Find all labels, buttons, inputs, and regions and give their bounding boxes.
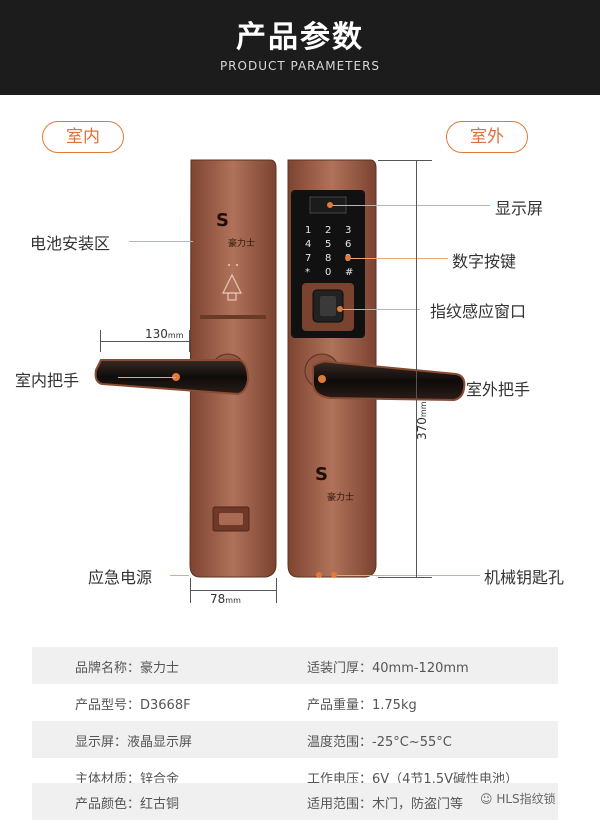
emergency-power-label: 应急电源 (88, 568, 153, 587)
width-text: 78mm (210, 592, 241, 606)
wechat-icon: ☺ (480, 792, 497, 806)
handle-length-text: 130mm (145, 327, 184, 341)
header-banner: 产品参数 PRODUCT PARAMETERS (0, 0, 600, 95)
spec-left: 产品颜色：红古铜 (75, 797, 180, 812)
spec-left: 品牌名称：豪力士 (75, 661, 180, 676)
spec-row: 显示屏：液晶显示屏 温度范围：-25°C~55°C (32, 721, 558, 758)
keypad-key[interactable]: 0 (325, 267, 331, 278)
handle-length-tick-left (100, 330, 101, 352)
svg-text:S: S (315, 464, 328, 485)
spec-right: 适装门厚：40mm-120mm (307, 661, 469, 676)
svg-text:S: S (216, 210, 229, 231)
keypad-key[interactable]: 1 (305, 225, 311, 236)
callout-line-keyhole (335, 575, 480, 576)
handle-length-line (100, 341, 189, 342)
spec-right: 温度范围：-25°C~55°C (307, 735, 452, 750)
watermark: ☺ HLS指纹锁 (480, 792, 556, 806)
keypad-key[interactable]: 4 (305, 239, 311, 250)
keypad-key[interactable]: 2 (325, 225, 331, 236)
svg-text:豪力士: 豪力士 (228, 237, 255, 249)
spec-left: 显示屏：液晶显示屏 (75, 735, 193, 750)
callout-line-indoor-handle (118, 377, 176, 378)
keypad-key[interactable]: 8 (325, 253, 331, 264)
outdoor-handle (312, 360, 466, 402)
brand-logo-indoor: S 豪力士 (216, 210, 255, 249)
battery-area-label: 电池安装区 (30, 234, 111, 253)
spec-row: 品牌名称：豪力士 适装门厚：40mm-120mm (32, 647, 558, 684)
keypad-key[interactable]: 5 (325, 239, 331, 250)
spec-right: 适用范围：木门，防盗门等 (307, 797, 464, 812)
height-tick-top (378, 160, 432, 161)
page-subtitle: PRODUCT PARAMETERS (219, 59, 381, 73)
handle-length-tick-right (189, 330, 190, 352)
keyhole-dot (331, 572, 337, 578)
width-line (190, 590, 276, 591)
callout-line-fingerprint (340, 309, 420, 310)
key-hole-label: 机械钥匙孔 (484, 568, 565, 587)
height-text: 370mm (415, 401, 429, 441)
callout-dot-keypad (345, 255, 351, 261)
callout-dot-fingerprint (337, 306, 343, 312)
keypad-key[interactable]: # (345, 267, 353, 278)
spec-row: 产品颜色：红古铜 适用范围：木门，防盗门等 (32, 783, 558, 820)
callout-line-keypad (348, 258, 448, 259)
page-title: 产品参数 (236, 20, 364, 55)
callout-line-emergency (170, 575, 189, 576)
height-tick-bottom (378, 577, 432, 578)
callout-line-battery (129, 241, 193, 242)
spec-left: 产品型号：D3668F (75, 698, 191, 713)
keypad-label: 数字按键 (452, 252, 517, 271)
emergency-port-dot (316, 572, 322, 578)
width-tick-right (276, 578, 277, 603)
width-tick-left (190, 578, 191, 603)
keypad-key[interactable]: 7 (305, 253, 311, 264)
keypad-key[interactable]: 3 (345, 225, 351, 236)
outdoor-tag: 室外 (446, 121, 528, 153)
indoor-handle-label: 室内把手 (15, 371, 80, 390)
outdoor-handle-label: 室外把手 (466, 380, 531, 399)
fingerprint-label: 指纹感应窗口 (430, 302, 527, 321)
callout-line-display (330, 205, 490, 206)
callout-dot-display (327, 202, 333, 208)
height-line (416, 160, 417, 577)
brand-logo-outdoor: S 豪力士 (315, 464, 354, 503)
indoor-tag: 室内 (42, 121, 124, 153)
svg-text:豪力士: 豪力士 (327, 491, 354, 503)
spec-row: 产品型号：D3668F 产品重量：1.75kg (32, 684, 558, 721)
keypad-key[interactable]: 6 (345, 239, 351, 250)
display-label: 显示屏 (495, 199, 544, 218)
spec-right: 产品重量：1.75kg (307, 698, 417, 713)
keypad-key[interactable]: * (305, 267, 310, 278)
